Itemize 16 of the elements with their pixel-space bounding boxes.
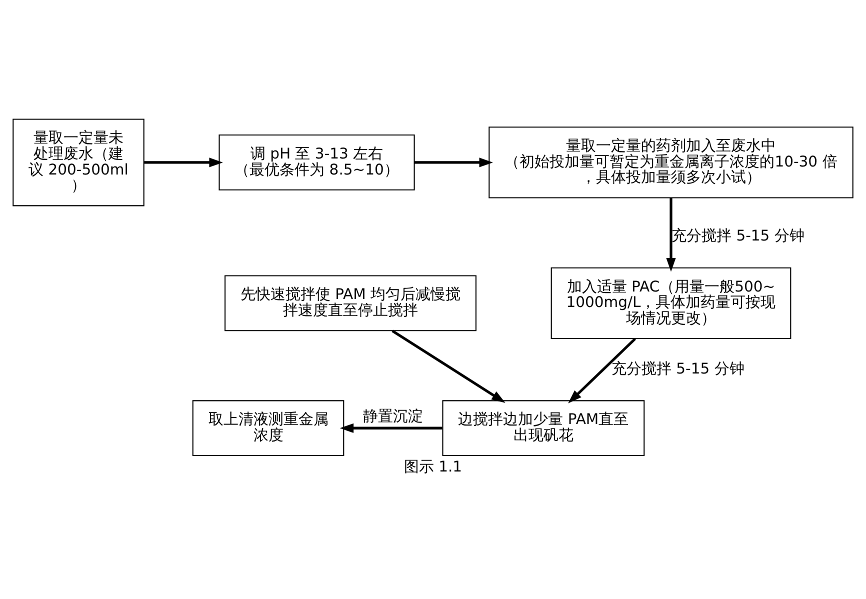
arrow bbox=[144, 158, 223, 168]
node-box: 量取一定量的药剂加入至废水中 （初始投加量可暂定为重金属离子浓度的10-30 倍，具体投加量须多次小试） bbox=[488, 126, 854, 198]
node-box: 先快速搅拌使 PAM 均匀后减慢搅拌速度直至停止搅拌 bbox=[224, 275, 476, 332]
edge-label: 充分搅拌 5-15 分钟 bbox=[611, 360, 744, 378]
node-box: 边搅拌边加少量 PAM直至出现矾花 bbox=[442, 400, 645, 456]
arrow bbox=[340, 423, 442, 433]
arrow bbox=[568, 338, 636, 404]
node-box: 调 pH 至 3-13 左右 （最优条件为 8.5~10） bbox=[218, 134, 415, 190]
edge-label: 静置沉淀 bbox=[363, 408, 424, 425]
arrow bbox=[414, 158, 493, 168]
arrow bbox=[666, 198, 676, 272]
arrow bbox=[392, 330, 506, 403]
node-box: 量取一定量未处理废水（建议 200-500ml） bbox=[12, 118, 144, 206]
caption: 图示 1.1 bbox=[404, 458, 462, 476]
node-box: 取上清液测重金属浓度 bbox=[192, 400, 344, 456]
node-box: 加入适量 PAC（用量一般500~1000mg/L，具体加药量可按现场情况更改） bbox=[550, 267, 792, 340]
